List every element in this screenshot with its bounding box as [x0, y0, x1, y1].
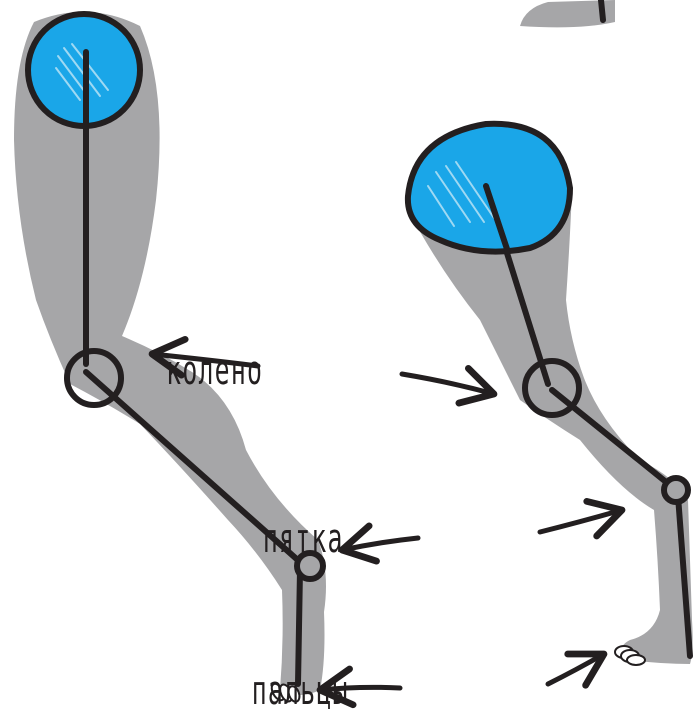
- knee-callout: колено: [152, 347, 494, 394]
- label-knee: колено: [166, 347, 263, 394]
- cropped-foot-fragment: [520, 0, 615, 27]
- arrow-toes-left: [320, 687, 400, 690]
- arrow-heel-right: [540, 510, 622, 532]
- label-heel: пятка: [263, 515, 344, 562]
- arrow-knee-right: [402, 374, 494, 394]
- right-leg: [408, 122, 693, 665]
- heel-callout: пятка: [263, 510, 622, 562]
- right-heel-joint: [664, 478, 688, 502]
- arrow-toes-right: [548, 654, 604, 684]
- arrow-heel-left: [342, 538, 418, 550]
